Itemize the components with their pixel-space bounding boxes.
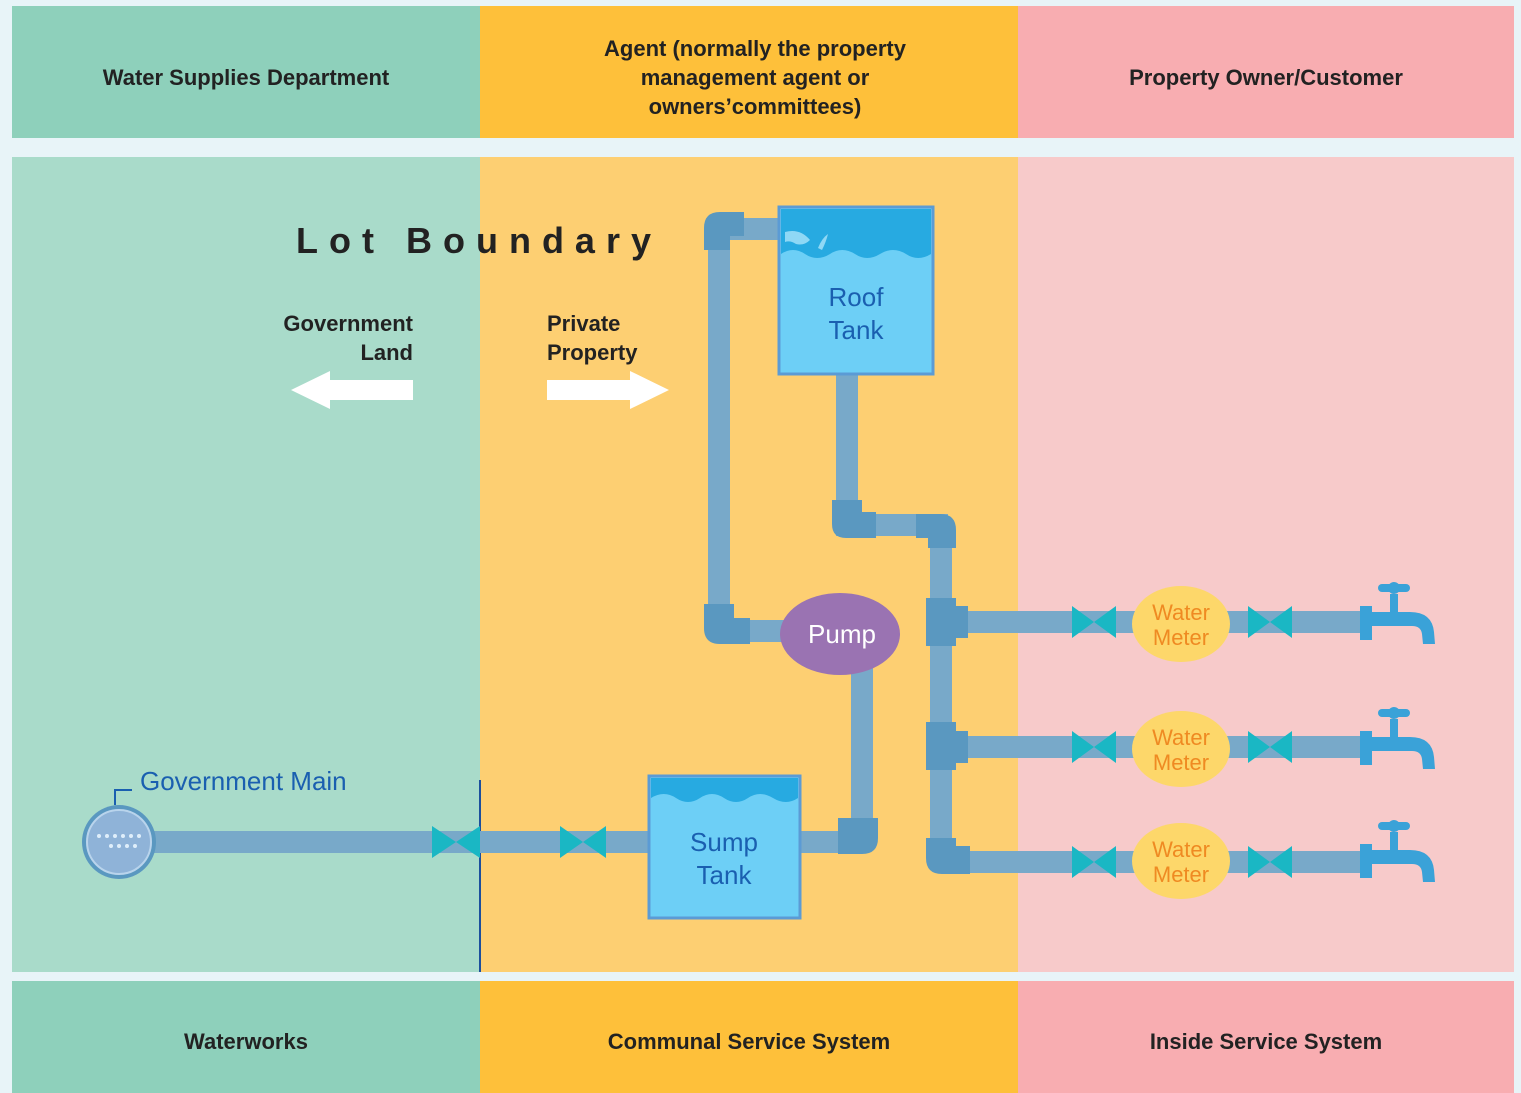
valve-main bbox=[432, 826, 456, 858]
roof-tank-water bbox=[781, 209, 931, 258]
sump-tank-body bbox=[647, 774, 802, 920]
roof-tank: Roof Tank bbox=[777, 205, 935, 376]
government-main: Government Main bbox=[82, 766, 347, 879]
joint-pump-riser-bottom bbox=[838, 818, 878, 854]
joint-roof-feed-bottom bbox=[704, 604, 750, 644]
footer-communal-service-system: Communal Service System bbox=[608, 1029, 890, 1054]
water-meter-1-line2: Meter bbox=[1153, 625, 1209, 650]
valve-branch2-b bbox=[1248, 731, 1270, 763]
header-agent-bg bbox=[480, 6, 1018, 138]
government-main-face bbox=[86, 809, 152, 875]
water-meter-2-line2: Meter bbox=[1153, 750, 1209, 775]
joint-downpipe-elbow bbox=[832, 500, 876, 538]
pump: Pump bbox=[780, 593, 900, 675]
private-property-label-line2: Property bbox=[547, 340, 638, 365]
pump-label: Pump bbox=[808, 619, 876, 649]
government-land-label-line1: Government bbox=[283, 311, 413, 336]
valves bbox=[432, 606, 1292, 878]
water-meter-3: Water Meter bbox=[1132, 823, 1230, 899]
roof-tank-label-line1: Roof bbox=[829, 282, 885, 312]
government-main-dots bbox=[97, 834, 141, 848]
government-main-leader bbox=[114, 789, 132, 805]
water-meter-3-line2: Meter bbox=[1153, 862, 1209, 887]
faucet-icon-3 bbox=[1360, 820, 1435, 882]
footer-waterworks: Waterworks bbox=[184, 1029, 308, 1054]
footer-waterworks-bg bbox=[12, 981, 480, 1093]
government-main-label: Government Main bbox=[140, 766, 347, 796]
valve-branch3-a2 bbox=[1094, 846, 1116, 878]
tee-joint-1-side bbox=[954, 606, 968, 638]
joint-riser-top bbox=[916, 514, 956, 548]
valve-branch1-a bbox=[1072, 606, 1094, 638]
private-property-label-line1: Private bbox=[547, 311, 620, 336]
valve-sump-inlet bbox=[560, 826, 583, 858]
sump-tank: Sump Tank bbox=[647, 774, 802, 920]
roof-tank-label-line2: Tank bbox=[829, 315, 885, 345]
valve-branch3-b2 bbox=[1270, 846, 1292, 878]
header-agent-line2: management agent or bbox=[641, 65, 870, 90]
tee-joint-1 bbox=[926, 598, 956, 646]
tee-joint-2-side bbox=[954, 731, 968, 763]
body-inside-bg bbox=[1018, 157, 1514, 972]
joint-roof-top-left bbox=[704, 212, 744, 250]
footer-inside-bg bbox=[1018, 981, 1514, 1093]
right-arrow-icon bbox=[547, 371, 669, 409]
valve-branch2-b2 bbox=[1270, 731, 1292, 763]
pipe-joints bbox=[704, 212, 970, 874]
water-meter-1-body bbox=[1132, 586, 1230, 662]
header-agent-line1: Agent (normally the property bbox=[604, 36, 907, 61]
valve-branch2-a bbox=[1072, 731, 1094, 763]
water-meter-3-body bbox=[1132, 823, 1230, 899]
header-owner-bg bbox=[1018, 6, 1514, 138]
left-arrow-icon bbox=[291, 371, 413, 409]
roof-downpipe bbox=[836, 372, 858, 530]
main-pipe-segment bbox=[150, 831, 650, 853]
valve-sump-inlet-b bbox=[583, 826, 606, 858]
valve-branch3-b bbox=[1248, 846, 1270, 878]
valve-branch1-a2 bbox=[1094, 606, 1116, 638]
water-meter-2-line1: Water bbox=[1152, 725, 1210, 750]
water-meter-2: Water Meter bbox=[1132, 711, 1230, 787]
water-meter-1-line1: Water bbox=[1152, 600, 1210, 625]
sump-tank-label-line2: Tank bbox=[697, 860, 753, 890]
sump-tank-water bbox=[651, 778, 798, 802]
roof-feed-riser bbox=[708, 232, 730, 637]
sump-tank-label-line1: Sump bbox=[690, 827, 758, 857]
government-land-label-line2: Land bbox=[360, 340, 413, 365]
footer-communal-bg bbox=[480, 981, 1018, 1093]
distribution-riser bbox=[930, 522, 952, 867]
faucet-icon-2 bbox=[1360, 707, 1435, 769]
valve-branch1-b2 bbox=[1270, 606, 1292, 638]
water-meter-2-body bbox=[1132, 711, 1230, 787]
valve-branch1-b bbox=[1248, 606, 1270, 638]
header-waterworks-bg bbox=[12, 6, 480, 138]
pump-inlet-riser bbox=[851, 668, 873, 848]
tee-joint-2 bbox=[926, 722, 956, 770]
header-property-owner: Property Owner/Customer bbox=[1129, 65, 1403, 90]
column-backgrounds bbox=[12, 6, 1514, 1093]
lot-boundary-label: Lot Boundary bbox=[296, 220, 662, 261]
header-water-supplies-department: Water Supplies Department bbox=[103, 65, 390, 90]
pump-body bbox=[780, 593, 900, 675]
valve-branch3-a bbox=[1072, 846, 1094, 878]
roof-tank-splash-icon bbox=[818, 234, 828, 250]
faucet-icon-1 bbox=[1360, 582, 1435, 644]
water-meter-3-line1: Water bbox=[1152, 837, 1210, 862]
footer-inside-service-system: Inside Service System bbox=[1150, 1029, 1382, 1054]
header-agent-line3: owners’committees) bbox=[649, 94, 862, 119]
valve-branch2-a2 bbox=[1094, 731, 1116, 763]
water-meter-1: Water Meter bbox=[1132, 586, 1230, 662]
roof-tank-inflow-icon bbox=[785, 231, 810, 245]
joint-riser-bottom bbox=[926, 838, 970, 874]
valve-main-b bbox=[456, 826, 480, 858]
